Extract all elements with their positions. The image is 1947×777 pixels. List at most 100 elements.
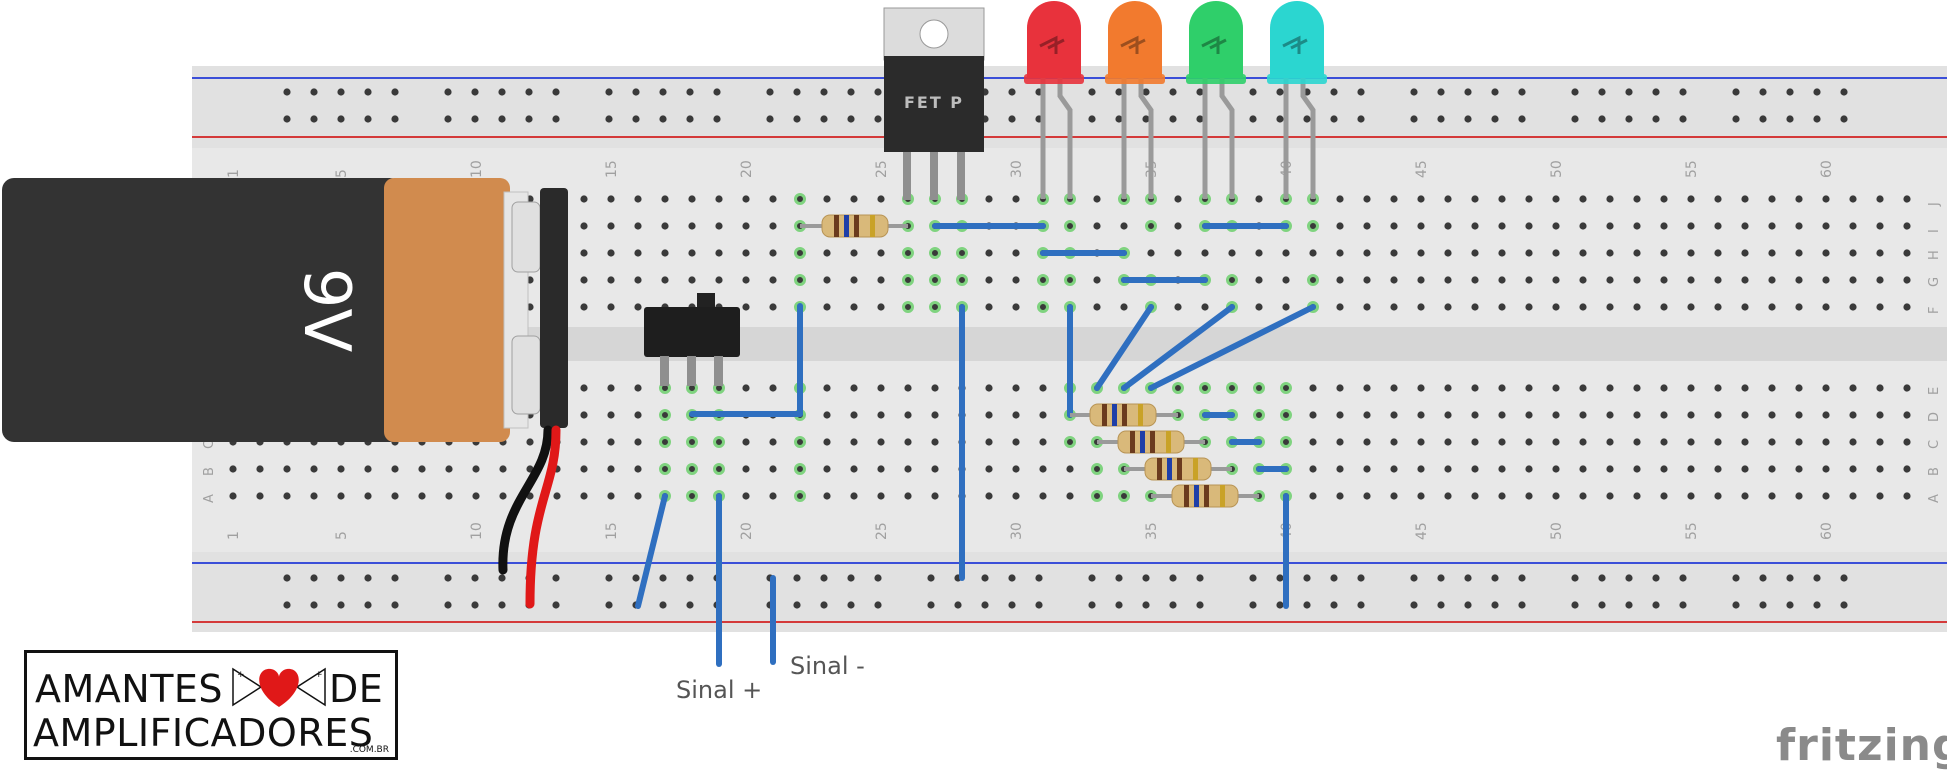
breadboard-hole [904, 465, 912, 473]
breadboard-hole [1039, 465, 1047, 473]
breadboard-hole [1679, 115, 1687, 123]
resistor-band [1220, 485, 1225, 507]
resistor-band [1166, 431, 1171, 453]
breadboard-hole [931, 411, 939, 419]
breadboard-hole [1307, 274, 1319, 286]
breadboard-hole [1625, 601, 1633, 609]
breadboard-hole [769, 492, 777, 500]
breadboard-hole [1525, 303, 1533, 311]
breadboard-hole [1606, 438, 1614, 446]
breadboard-hole [1226, 382, 1238, 394]
breadboard-hole [956, 274, 968, 286]
breadboard-hole [850, 438, 858, 446]
breadboard-hole [874, 88, 882, 96]
breadboard-hole [1444, 438, 1452, 446]
breadboard-hole [1714, 384, 1722, 392]
breadboard-hole [1876, 465, 1884, 473]
breadboard-hole [1390, 222, 1398, 230]
breadboard-hole [1255, 276, 1263, 284]
breadboard-hole [1813, 88, 1821, 96]
breadboard-hole [985, 492, 993, 500]
breadboard-hole [1822, 384, 1830, 392]
breadboard-hole [1598, 601, 1606, 609]
breadboard-hole [1795, 411, 1803, 419]
breadboard-hole [1518, 115, 1526, 123]
breadboard-hole [1660, 249, 1668, 257]
amantes-logo: AMANTES + + DE AMPLIFICADORES .COM.BR [24, 650, 398, 760]
col-num: 15 [604, 522, 620, 540]
breadboard-hole [1303, 574, 1311, 582]
breadboard-hole [1336, 411, 1344, 419]
breadboard-hole [418, 465, 426, 473]
breadboard-hole [742, 276, 750, 284]
breadboard-hole [1759, 115, 1767, 123]
breadboard-hole [661, 222, 669, 230]
breadboard-hole [1417, 222, 1425, 230]
resistor-band [1184, 485, 1189, 507]
breadboard-hole [283, 492, 291, 500]
breadboard-hole [607, 249, 615, 257]
breadboard-hole [1840, 574, 1848, 582]
breadboard-hole [1498, 411, 1506, 419]
breadboard-hole [1741, 492, 1749, 500]
breadboard-hole [766, 115, 774, 123]
breadboard-hole [1768, 384, 1776, 392]
breadboard-hole [686, 574, 694, 582]
breadboard-hole [1679, 88, 1687, 96]
breadboard-hole [1741, 222, 1749, 230]
breadboard-hole [1309, 438, 1317, 446]
breadboard-hole [1903, 276, 1911, 284]
breadboard-hole [1903, 222, 1911, 230]
breadboard-hole [904, 411, 912, 419]
breadboard-hole [1714, 249, 1722, 257]
breadboard-hole [794, 463, 806, 475]
row-letter: G [1927, 277, 1942, 287]
breadboard-hole [1768, 276, 1776, 284]
breadboard-hole [1606, 465, 1614, 473]
breadboard-hole [1417, 303, 1425, 311]
breadboard-hole [1498, 276, 1506, 284]
breadboard-hole [1363, 384, 1371, 392]
breadboard-hole [1249, 115, 1257, 123]
breadboard-hole [1471, 303, 1479, 311]
led-rim [1024, 74, 1084, 84]
breadboard-hole [283, 115, 291, 123]
breadboard-hole [283, 465, 291, 473]
breadboard-hole [1363, 438, 1371, 446]
breadboard-hole [1606, 492, 1614, 500]
breadboard-hole [981, 574, 989, 582]
breadboard-hole [553, 492, 561, 500]
battery-cap [384, 178, 510, 442]
breadboard-hole [1307, 220, 1319, 232]
col-num: 25 [874, 522, 890, 540]
breadboard-hole [1390, 249, 1398, 257]
breadboard-hole [256, 465, 264, 473]
breadboard-hole [634, 411, 642, 419]
breadboard-hole [1518, 88, 1526, 96]
col-num: 35 [1144, 522, 1160, 540]
breadboard-hole [823, 411, 831, 419]
breadboard-hole [1633, 249, 1641, 257]
breadboard-hole [820, 88, 828, 96]
wire [1094, 304, 1154, 391]
breadboard-hole [1795, 276, 1803, 284]
resistor-band [870, 215, 875, 237]
breadboard-hole [1066, 492, 1074, 500]
breadboard-hole [1363, 465, 1371, 473]
breadboard-hole [769, 438, 777, 446]
row-letter: C [202, 440, 217, 449]
breadboard-hole [1849, 303, 1857, 311]
breadboard-hole [1064, 220, 1076, 232]
breadboard-hole [1606, 249, 1614, 257]
breadboard-hole [1732, 88, 1740, 96]
battery-connector [540, 188, 568, 428]
fritzing-watermark: fritzing [1776, 720, 1947, 771]
breadboard-hole [1363, 249, 1371, 257]
breadboard-hole [1417, 411, 1425, 419]
breadboard-hole [1253, 409, 1265, 421]
col-num: 20 [739, 522, 755, 540]
breadboard-hole [1363, 276, 1371, 284]
breadboard-hole [1444, 276, 1452, 284]
led-highlight [1120, 35, 1146, 54]
row-letter: B [1927, 467, 1942, 476]
